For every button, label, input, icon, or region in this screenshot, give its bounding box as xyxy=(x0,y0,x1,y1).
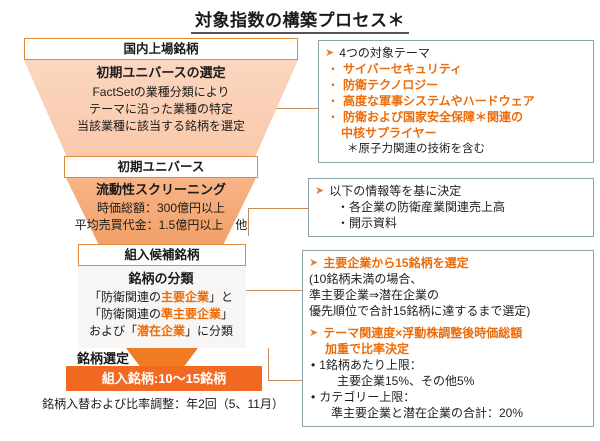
connector-line-weight-vertical xyxy=(268,348,269,380)
dot-icon: ・ xyxy=(327,78,340,92)
stage3-line-1: 「防衛関連の主要企業」と xyxy=(16,289,306,306)
page-title-text: 対象指数の構築プロセス＊ xyxy=(191,11,409,34)
dot-icon: ・ xyxy=(327,110,340,124)
stage2-heading: 流動性スクリーニング xyxy=(95,182,226,197)
funnel-box-candidate-stocks: 組入候補銘柄 xyxy=(78,244,246,266)
panel3-heading-b2: 加重で比率決定 xyxy=(325,342,410,356)
panel-decision-info: ➤ 以下の情報等を基に決定 ・各企業の防衛産業関連売上高 ・開示資料 xyxy=(308,178,594,237)
connector-line-select xyxy=(238,290,302,291)
stage3-heading: 銘柄の分類 xyxy=(128,271,194,286)
stage3-line-3: および「潜在企業」に分類 xyxy=(16,323,306,340)
panel-target-themes: ➤ 4つの対象テーマ ・ サイバーセキュリティ ・ 防衛テクノロジー ・ 高度な… xyxy=(318,40,594,163)
panel3-b-item-2: • カテゴリー上限： xyxy=(309,389,587,405)
panel1-item-2-label: 防衛テクノロジー xyxy=(343,78,439,92)
stage3-line2-highlight: 準主要企業 xyxy=(160,307,221,321)
panel3-b-item-2-label: カテゴリー上限： xyxy=(319,390,416,404)
dot-icon: ・ xyxy=(327,62,340,76)
funnel-diagram: 国内上場銘柄 初期ユニバースの選定 FactSetの業種分類により テーマに沿っ… xyxy=(16,38,306,411)
stage3-line3-post: 」に分類 xyxy=(185,324,234,338)
connector-line-info xyxy=(248,208,308,209)
stage3-line1-pre: 「防衛関連の xyxy=(88,290,161,304)
arrow-right-icon: ➤ xyxy=(309,257,319,269)
stage2-line-2: 平均売買代金：1.5億円以上 他 xyxy=(74,218,248,232)
panel2-heading-row: ➤ 以下の情報等を基に決定 xyxy=(315,183,587,199)
panel1-item-3: ・ 高度な軍事システムやハードウェア xyxy=(325,93,587,109)
funnel-box-stock-selection: 銘柄選定 xyxy=(76,351,129,366)
arrow-right-icon: ➤ xyxy=(309,327,319,339)
panel-selection-weighting: ➤ 主要企業から15銘柄を選定 (10銘柄未満の場合、 準主要企業⇒潜在企業の … xyxy=(302,250,594,427)
connector-line-weight xyxy=(268,380,302,381)
panel3-b-item-1-sub: 主要企業15%、その他5% xyxy=(337,374,475,388)
panel1-note: ＊原子力関連の技術を含む xyxy=(347,143,485,155)
stage3-line2-pre: 「防衛関連の xyxy=(88,307,161,321)
rebalance-footnote: 銘柄入替および比率調整：年2回（5、11月） xyxy=(42,397,284,411)
panel3-a-line-1: (10銘柄未満の場合、 xyxy=(309,272,423,286)
panel1-item-4: ・ 防衛および国家安全保障＊関連の xyxy=(325,109,587,125)
arrow-right-icon: ➤ xyxy=(325,47,335,59)
page-title: 対象指数の構築プロセス＊ xyxy=(0,6,600,34)
funnel-segment-classification xyxy=(78,266,246,348)
panel3-b-item-2-sub: 準主要企業と潜在企業の合計：20% xyxy=(331,406,524,420)
stage1-line-2: テーマに沿った業種の特定 xyxy=(88,102,233,116)
funnel-box-domestic-listed: 国内上場銘柄 xyxy=(24,38,298,60)
panel3-heading-a: 主要企業から15銘柄を選定 xyxy=(323,256,469,270)
connector-line-theme xyxy=(246,108,318,109)
panel2-item-1: ・各企業の防衛産業関連売上高 xyxy=(337,200,506,214)
connector-line-info-vertical xyxy=(248,208,249,236)
arrow-right-icon: ➤ xyxy=(315,185,325,197)
bullet-icon: • xyxy=(311,358,316,372)
funnel-segment-initial-universe xyxy=(24,60,298,156)
panel3-a-line-3: 優先順位で合計15銘柄に達するまで選定) xyxy=(309,304,531,318)
panel1-item-2: ・ 防衛テクノロジー xyxy=(325,77,587,93)
dot-icon: ・ xyxy=(327,94,340,108)
stage3-line1-post: 」と xyxy=(209,290,234,304)
stage3-line2-post: 」 xyxy=(221,307,234,321)
panel1-item-1-label: サイバーセキュリティ xyxy=(343,62,463,76)
panel3-heading-b1: テーマ関連度×浮動株調整後時価総額 xyxy=(323,326,523,340)
stage1-line-3: 当該業種に該当する銘柄を選定 xyxy=(76,119,245,133)
final-holdings-bar: 組入銘柄:10〜15銘柄 xyxy=(66,366,262,391)
panel3-heading-a-row: ➤ 主要企業から15銘柄を選定 xyxy=(309,255,587,271)
stage3-line1-highlight: 主要企業 xyxy=(160,290,209,304)
panel2-item-2: ・開示資料 xyxy=(337,216,398,230)
panel1-item-4-continuation: 中核サプライヤー xyxy=(341,126,437,140)
funnel-box-initial-universe: 初期ユニバース xyxy=(64,156,258,178)
panel3-a-line-2: 準主要企業⇒潜在企業の xyxy=(309,288,440,302)
bullet-icon: • xyxy=(311,390,316,404)
panel3-heading-b-row: ➤ テーマ関連度×浮動株調整後時価総額 xyxy=(309,325,587,341)
panel1-item-3-label: 高度な軍事システムやハードウェア xyxy=(343,94,535,108)
panel3-b-item-1: • 1銘柄あたり上限： xyxy=(309,357,587,373)
stage3-line3-pre: および「 xyxy=(88,324,137,338)
panel3-b-item-1-label: 1銘柄あたり上限： xyxy=(319,358,422,372)
stage2-line-1: 時価総額：300億円以上 xyxy=(96,201,226,215)
panel1-heading: 4つの対象テーマ xyxy=(339,46,430,60)
stage3-line3-highlight: 潜在企業 xyxy=(136,324,185,338)
stage1-line-1: FactSetの業種分類により xyxy=(92,85,230,99)
panel2-heading: 以下の情報等を基に決定 xyxy=(329,184,462,198)
stage3-line-2: 「防衛関連の準主要企業」 xyxy=(16,306,306,323)
stage1-heading: 初期ユニバースの選定 xyxy=(96,65,226,80)
panel1-heading-row: ➤ 4つの対象テーマ xyxy=(325,45,587,61)
panel1-item-1: ・ サイバーセキュリティ xyxy=(325,61,587,77)
panel1-item-4-label: 防衛および国家安全保障＊関連の xyxy=(343,110,524,124)
funnel-segment-liquidity-screening xyxy=(66,178,256,244)
